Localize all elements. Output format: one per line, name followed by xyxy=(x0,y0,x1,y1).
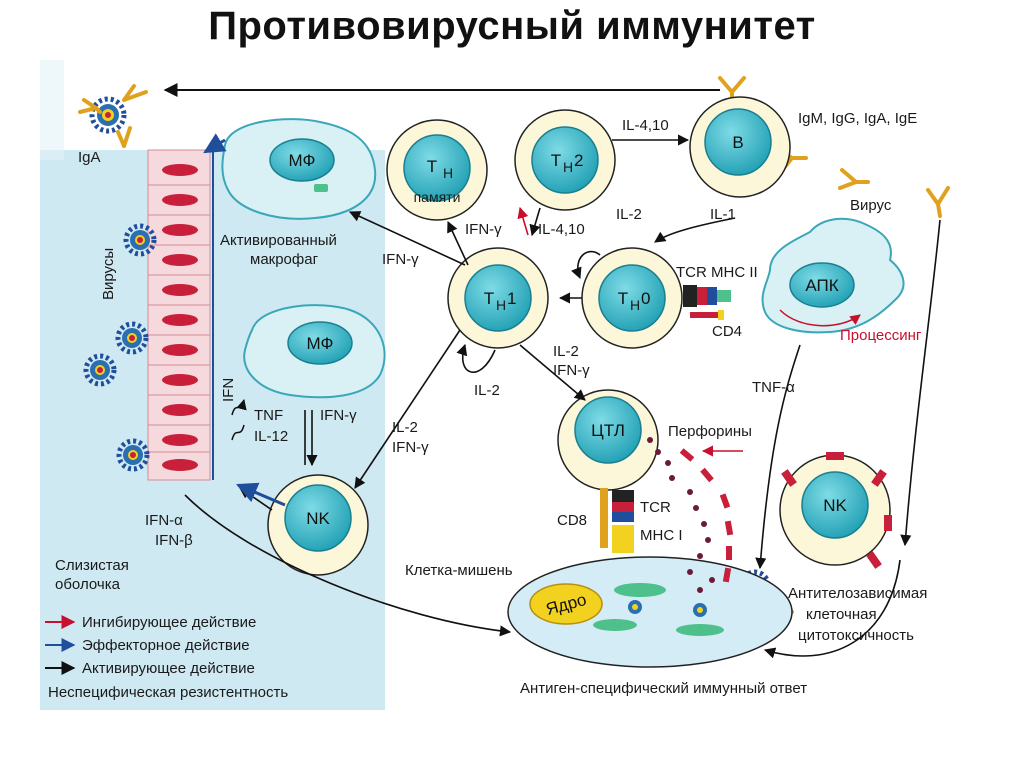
svg-text:TNF: TNF xyxy=(254,407,283,424)
svg-text:TNF-α: TNF-α xyxy=(752,379,795,396)
svg-text:Н: Н xyxy=(443,165,453,181)
svg-text:Слизистая: Слизистая xyxy=(55,557,129,574)
svg-text:TCR: TCR xyxy=(640,499,671,516)
legend: Ингибирующее действие Эффекторное действ… xyxy=(45,614,288,701)
target-cell: Ядро xyxy=(507,556,793,668)
th-memory-cell: Т Н памяти xyxy=(386,119,488,221)
processing-label: Процессинг xyxy=(840,327,922,344)
svg-text:Т: Т xyxy=(484,289,494,308)
svg-text:IL-4,10: IL-4,10 xyxy=(622,117,669,134)
svg-text:Т: Т xyxy=(551,151,561,170)
svg-text:IFN-γ: IFN-γ xyxy=(382,251,419,268)
apc-label: АПК xyxy=(805,276,838,295)
svg-text:B: B xyxy=(732,133,743,152)
svg-text:IL-2: IL-2 xyxy=(616,206,642,223)
svg-text:IFN-β: IFN-β xyxy=(155,532,193,549)
svg-text:IFN-γ: IFN-γ xyxy=(553,362,590,379)
mf-bottom-label: МФ xyxy=(307,334,334,353)
th1-cell: Т Н 1 xyxy=(447,247,549,349)
svg-text:2: 2 xyxy=(574,151,583,170)
tcr-mhc-complex xyxy=(683,285,731,320)
svg-text:ЦТЛ: ЦТЛ xyxy=(591,421,625,440)
svg-text:Н: Н xyxy=(563,159,573,175)
svg-text:Т: Т xyxy=(618,289,628,308)
svg-text:CD8: CD8 xyxy=(557,512,587,529)
nk-right-cell: NK xyxy=(779,452,892,569)
svg-text:1: 1 xyxy=(507,289,516,308)
legend-item-activate: Активирующее действие xyxy=(82,660,255,677)
th0-cell: Т Н 0 xyxy=(581,247,683,349)
svg-text:IgM, IgG, IgA, IgE: IgM, IgG, IgA, IgE xyxy=(798,110,917,127)
activated-macrophage-label-1: Активированный xyxy=(220,232,337,249)
svg-text:IL-2: IL-2 xyxy=(392,419,418,436)
svg-text:IFN-γ: IFN-γ xyxy=(392,439,429,456)
mf-top-label: МФ xyxy=(289,151,316,170)
svg-text:IFN-γ: IFN-γ xyxy=(320,407,357,424)
svg-text:цитотоксичность: цитотоксичность xyxy=(798,627,914,644)
iga-label: IgA xyxy=(78,149,101,166)
legend-item-inhibit: Ингибирующее действие xyxy=(82,614,256,631)
page-title: Противовирусный иммунитет xyxy=(208,4,816,48)
svg-text:IL-1: IL-1 xyxy=(710,206,736,223)
activated-macrophage-label-2: макрофаг xyxy=(250,251,319,268)
svg-text:CD4: CD4 xyxy=(712,323,742,340)
svg-text:NK: NK xyxy=(306,509,330,528)
svg-text:IFN-γ: IFN-γ xyxy=(465,221,502,238)
epithelium xyxy=(147,149,214,481)
svg-text:NK: NK xyxy=(823,496,847,515)
svg-text:Н: Н xyxy=(630,297,640,313)
b-cell: B xyxy=(689,96,791,198)
svg-text:Клетка-мишень: Клетка-мишень xyxy=(405,562,513,579)
arrows xyxy=(184,134,941,659)
svg-text:IL-2: IL-2 xyxy=(553,343,579,360)
legend-item-nonspecific: Неспецифическая резистентность xyxy=(48,684,288,701)
svg-text:Т: Т xyxy=(427,157,437,176)
svg-text:Антиген-специфический иммунный: Антиген-специфический иммунный ответ xyxy=(520,680,807,697)
svg-text:IL-2: IL-2 xyxy=(474,382,500,399)
ifn-vertical-label: IFN xyxy=(220,378,237,402)
svg-text:TCR MHC II: TCR MHC II xyxy=(676,264,758,281)
svg-text:IFN-α: IFN-α xyxy=(145,512,183,529)
svg-text:Перфорины: Перфорины xyxy=(668,423,752,440)
svg-text:памяти: памяти xyxy=(414,189,461,205)
svg-text:Н: Н xyxy=(496,297,506,313)
svg-text:оболочка: оболочка xyxy=(55,576,121,593)
svg-text:Антителозависимая: Антителозависимая xyxy=(788,585,927,602)
svg-text:MHC I: MHC I xyxy=(640,527,683,544)
svg-text:IL-4,10: IL-4,10 xyxy=(538,221,585,238)
th2-cell: Т Н 2 xyxy=(514,109,616,211)
ctl-cell: ЦТЛ xyxy=(557,389,659,553)
perforins xyxy=(647,437,734,593)
legend-item-effector: Эффекторное действие xyxy=(82,637,250,654)
viruses-label: Вирусы xyxy=(100,248,117,300)
nk-left-cell: NK xyxy=(267,474,369,576)
svg-text:IL-12: IL-12 xyxy=(254,428,288,445)
svg-text:Вирус: Вирус xyxy=(850,197,892,214)
svg-text:клеточная: клеточная xyxy=(806,606,877,623)
svg-text:0: 0 xyxy=(641,289,650,308)
